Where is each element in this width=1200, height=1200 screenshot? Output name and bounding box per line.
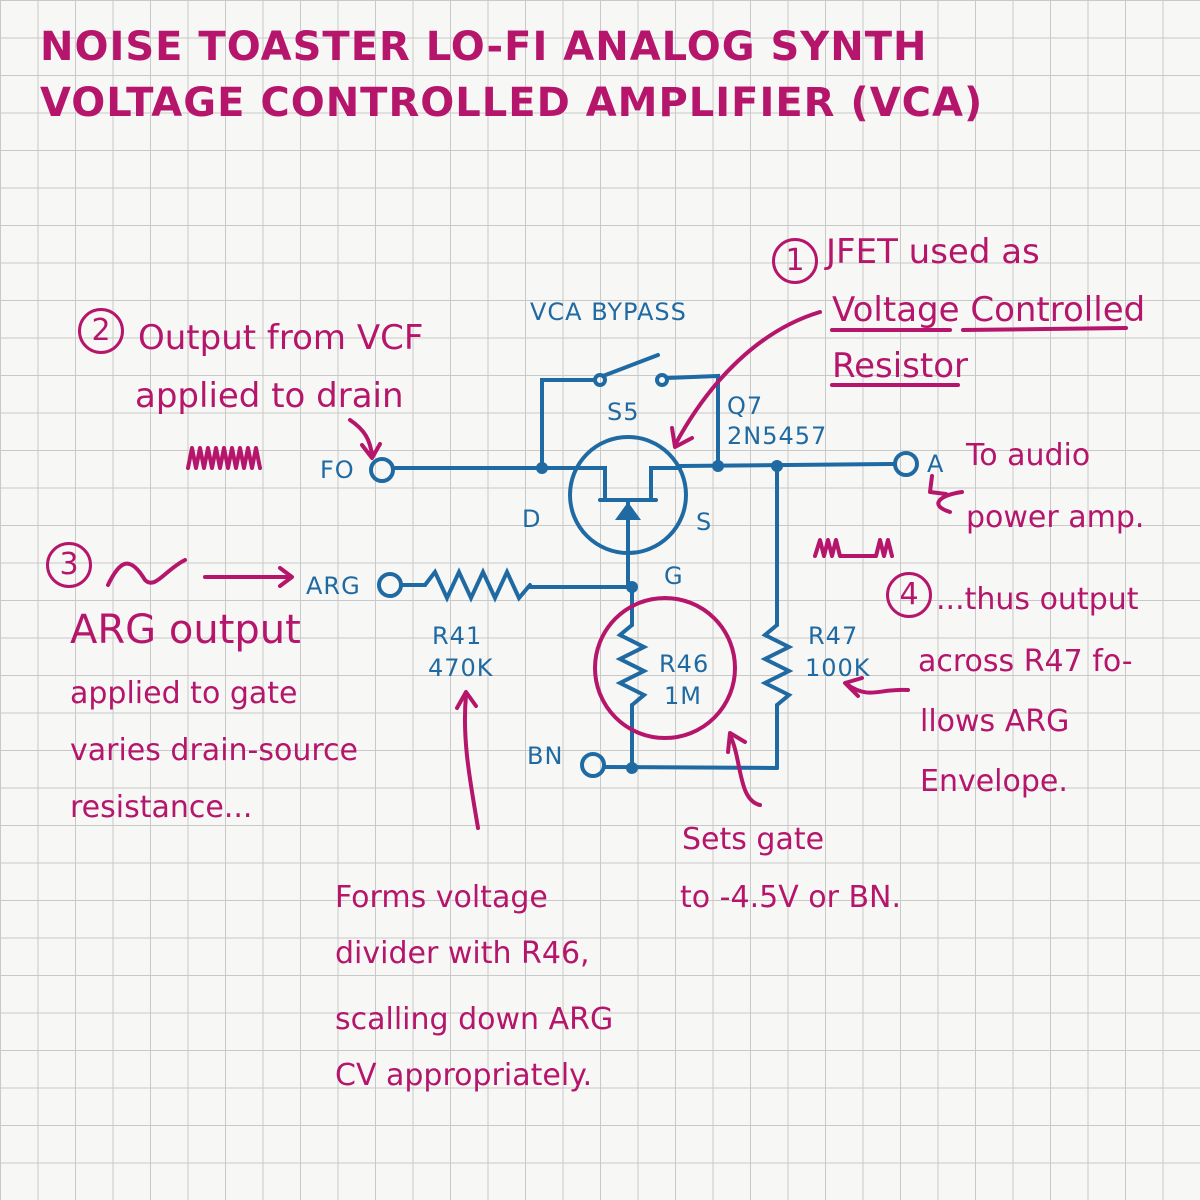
r41-ref: R41 <box>432 622 483 650</box>
note-2-number: 2 <box>78 308 124 354</box>
arrow-output <box>936 490 964 514</box>
r47-resistor <box>760 623 794 707</box>
bn-terminal <box>580 752 606 778</box>
note-4-line-4: Envelope. <box>920 764 1068 799</box>
vca-bypass-label: VCA BYPASS <box>530 298 687 326</box>
arrow-jfet <box>673 310 822 447</box>
arrow-drain <box>348 418 374 457</box>
note-2-line-1: Output from VCF <box>138 318 424 358</box>
note-4-line-1: ...thus output <box>936 582 1139 617</box>
source-label: S <box>696 508 713 536</box>
note-1-number: 1 <box>772 238 818 284</box>
note-3-line-2: applied to gate <box>70 676 298 711</box>
transistor-part: 2N5457 <box>727 422 828 450</box>
note-4-number: 4 <box>886 572 932 618</box>
title-line-2: VOLTAGE CONTROLLED AMPLIFIER (VCA) <box>40 80 984 126</box>
output-waveform <box>813 538 894 558</box>
jfet-drain-lead <box>583 466 607 502</box>
switch-contact-right <box>655 373 669 387</box>
fo-label: FO <box>320 456 355 484</box>
underline-controlled <box>961 326 1128 332</box>
note-4-line-2: across R47 fo- <box>918 644 1133 679</box>
bypass-wire <box>540 378 597 470</box>
r47-ref: R47 <box>808 622 859 650</box>
arrow-r41 <box>462 693 480 830</box>
switch-lever <box>601 353 660 378</box>
note-2-line-2: applied to drain <box>135 376 404 416</box>
fo-terminal <box>369 457 395 483</box>
audio-note-line-1: To audio <box>966 438 1091 473</box>
transistor-ref: Q7 <box>727 392 764 420</box>
r47-value: 100K <box>805 654 871 682</box>
r46-resistor <box>615 623 649 707</box>
note-3-line-1: ARG output <box>70 607 301 653</box>
note-3-line-4: resistance... <box>70 790 253 825</box>
arg-label: ARG <box>306 572 361 600</box>
r41-value: 470K <box>428 654 494 682</box>
arrow-r46 <box>728 733 762 807</box>
drain-label: D <box>522 505 542 533</box>
r46-note-line-2: to -4.5V or BN. <box>680 880 902 915</box>
drain-waveform <box>186 446 262 470</box>
bn-label: BN <box>527 742 564 770</box>
note-3-number: 3 <box>46 542 92 588</box>
bypass-wire-right <box>665 373 720 468</box>
gate-label: G <box>664 562 684 590</box>
r41-note-line-1: Forms voltage <box>335 880 548 915</box>
jfet-gate-arrow <box>615 502 641 520</box>
r46-value: 1M <box>664 682 702 710</box>
note-1-line-1: JFET used as <box>826 232 1040 272</box>
switch-contact-left <box>593 373 607 387</box>
r41-note-line-4: CV appropriately. <box>335 1058 593 1093</box>
r41-note-line-2: divider with R46, <box>335 936 590 971</box>
r41-note-line-3: scalling down ARG <box>335 1002 614 1037</box>
output-a-label: A <box>927 450 945 478</box>
r46-highlight-circle <box>593 596 737 740</box>
a-terminal <box>893 451 919 477</box>
r41-resistor <box>423 567 532 603</box>
note-4-line-3: llows ARG <box>920 704 1070 739</box>
arrow-r47 <box>846 683 910 695</box>
note-1-line-3: Resistor <box>832 346 968 386</box>
r46-note-line-1: Sets gate <box>682 822 825 857</box>
note-3-line-3: varies drain-source <box>70 733 358 768</box>
switch-label: S5 <box>607 398 640 426</box>
jfet-source-lead <box>649 466 682 502</box>
title-line-1: NOISE TOASTER LO-FI ANALOG SYNTH <box>40 24 928 70</box>
audio-note-line-2: power amp. <box>966 500 1145 535</box>
arg-terminal <box>377 572 403 598</box>
arg-waveform <box>106 558 187 587</box>
r46-ref: R46 <box>659 650 710 678</box>
note-1-line-2: Voltage Controlled <box>832 290 1146 330</box>
